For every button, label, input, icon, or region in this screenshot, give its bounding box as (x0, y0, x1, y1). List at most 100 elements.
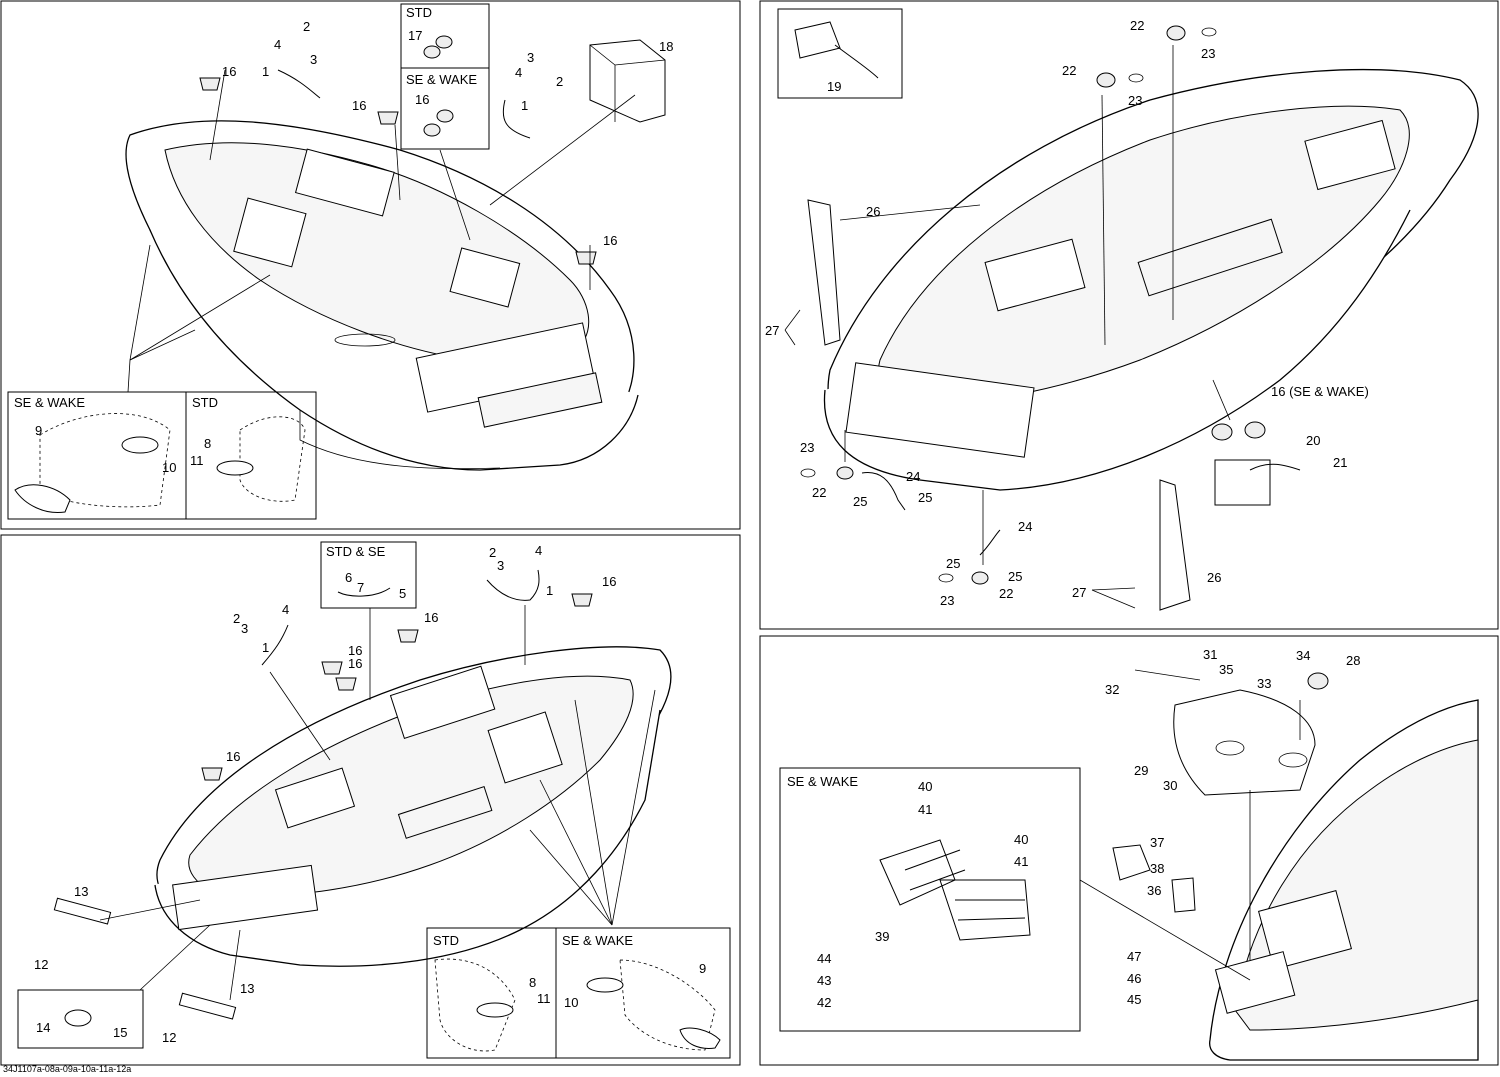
callout-p2-3a: 3 (497, 558, 504, 573)
callout-p2-1a: 1 (546, 583, 553, 598)
callout-p2-2a: 2 (489, 545, 496, 560)
callout-p3-23a: 23 (1128, 93, 1142, 108)
callout-p2-16c: 16 (348, 643, 362, 658)
callout-p2-13a: 13 (74, 884, 88, 899)
grab-handle-2 (486, 569, 540, 601)
inset-label-std: STD (433, 933, 459, 948)
inset-box-ladder (779, 767, 1081, 1032)
callout-p1-2b: 2 (556, 74, 563, 89)
callout-p3-19: 19 (827, 79, 841, 94)
callout-p4-39: 39 (875, 929, 889, 944)
callout-p2-12b: 12 (162, 1030, 176, 1045)
callout-p2-10: 10 (564, 995, 578, 1010)
hull-outline-inset (39, 413, 171, 508)
callout-p3-27b: 27 (1072, 585, 1086, 600)
callout-p2-5: 5 (399, 586, 406, 601)
callout-p1-16c: 16 (352, 98, 366, 113)
callout-p4-36: 36 (1147, 883, 1161, 898)
ladder-drawing (879, 839, 1031, 941)
callout-p1-9: 9 (35, 423, 42, 438)
cap-drawing (1307, 672, 1329, 690)
plate-drawing-1 (53, 897, 112, 925)
boat-bow-drawing (1209, 699, 1479, 1061)
drain-plug-icons-p2 (201, 593, 593, 781)
callout-p2-11: 11 (537, 991, 551, 1006)
callout-p2-2b: 2 (233, 611, 240, 626)
callout-p3-26b: 26 (1207, 570, 1221, 585)
callout-p1-8: 8 (204, 436, 211, 451)
callout-p1-17: 17 (408, 28, 422, 43)
callout-p4-38: 38 (1150, 861, 1164, 876)
inset-box-strap (777, 8, 903, 99)
callout-p4-30: 30 (1163, 778, 1177, 793)
callouts-panel4: 31 35 34 28 32 33 29 30 40 41 40 41 39 3… (817, 647, 1360, 1010)
callout-p3-26a: 26 (866, 204, 880, 219)
light-drawing (64, 1009, 92, 1027)
callout-p4-40b: 40 (1014, 832, 1028, 847)
callout-p4-44: 44 (817, 951, 831, 966)
panel-frame-top-right (759, 0, 1499, 630)
container-drawing (1214, 459, 1271, 506)
callout-p2-6: 6 (345, 570, 352, 585)
grab-handle-1b (502, 99, 531, 139)
callout-p3-16-se-wake: 16 (SE & WAKE) (1271, 384, 1369, 399)
callout-p4-40a: 40 (918, 779, 932, 794)
callout-p4-45: 45 (1127, 992, 1141, 1007)
callout-p4-46: 46 (1127, 971, 1141, 986)
callout-p1-1b: 1 (521, 98, 528, 113)
plate-drawing-2 (178, 992, 237, 1020)
inset-label-se-wake: SE & WAKE (562, 933, 633, 948)
callout-p3-22d: 22 (999, 586, 1013, 601)
grab-handle-2b (261, 624, 289, 666)
grab-handle-1 (277, 69, 321, 99)
callout-p4-37: 37 (1150, 835, 1164, 850)
inset-box-drain-p2 (426, 927, 731, 1059)
inset-label-se-wake-bottom: SE & WAKE (14, 395, 85, 410)
callout-p1-3a: 3 (310, 52, 317, 67)
drain-plug-icons-p1 (199, 77, 597, 265)
callout-p3-25d: 25 (1008, 569, 1022, 584)
hose-drawing-1 (861, 471, 906, 511)
callouts-panel3: 19 22 23 22 23 26 27 16 (SE & WAKE) 20 2… (765, 18, 1369, 608)
inset-label-se-wake: SE & WAKE (406, 72, 477, 87)
inset-box-std-se (400, 3, 490, 150)
callout-p2-13b: 13 (240, 981, 254, 996)
callout-p1-18: 18 (659, 39, 673, 54)
callout-p2-15: 15 (113, 1025, 127, 1040)
callout-p4-35: 35 (1219, 662, 1233, 677)
callout-p3-23d: 23 (940, 593, 954, 608)
callout-p3-27a: 27 (765, 323, 779, 338)
callout-p1-1a: 1 (262, 64, 269, 79)
panel-plate-drawing-2 (1159, 479, 1191, 611)
callout-p1-11: 11 (190, 453, 204, 468)
inset-label-se-wake: SE & WAKE (787, 774, 858, 789)
callout-p4-33: 33 (1257, 676, 1271, 691)
callout-p1-4b: 4 (515, 65, 522, 80)
callout-p1-16a: 16 (222, 64, 236, 79)
callout-p1-4a: 4 (274, 37, 281, 52)
strap-drawing (834, 44, 879, 79)
callout-p2-7: 7 (357, 580, 364, 595)
inset-box-light (17, 989, 144, 1049)
callout-p2-1b: 1 (262, 640, 269, 655)
hose-drawing-2 (979, 529, 1001, 556)
inset-label-std-se: STD & SE (326, 544, 386, 559)
callout-p2-16e: 16 (226, 749, 240, 764)
callouts-panel1: 16 2 4 3 1 17 16 16 4 3 2 1 18 16 9 10 8… (35, 19, 673, 475)
strap-bracket-drawing (794, 21, 841, 59)
callout-p3-22b: 22 (1130, 18, 1144, 33)
callout-p1-2a: 2 (303, 19, 310, 34)
callouts-panel2: 2 4 3 1 6 7 5 16 2 3 4 1 16 16 16 16 13 … (34, 543, 706, 1045)
callout-p3-21: 21 (1333, 455, 1347, 470)
panel-frame-bottom-left (0, 534, 741, 1066)
callout-p2-12a: 12 (34, 957, 48, 972)
callout-p2-4a: 4 (535, 543, 542, 558)
callout-p3-24a: 24 (906, 469, 920, 484)
callout-p2-16b: 16 (424, 610, 438, 625)
inset-box-std-se (320, 541, 417, 609)
plug-pair-icons (423, 35, 454, 137)
callout-p3-22a: 22 (1062, 63, 1076, 78)
callout-p1-16d: 16 (603, 233, 617, 248)
panel-frame-top-left (0, 0, 741, 530)
